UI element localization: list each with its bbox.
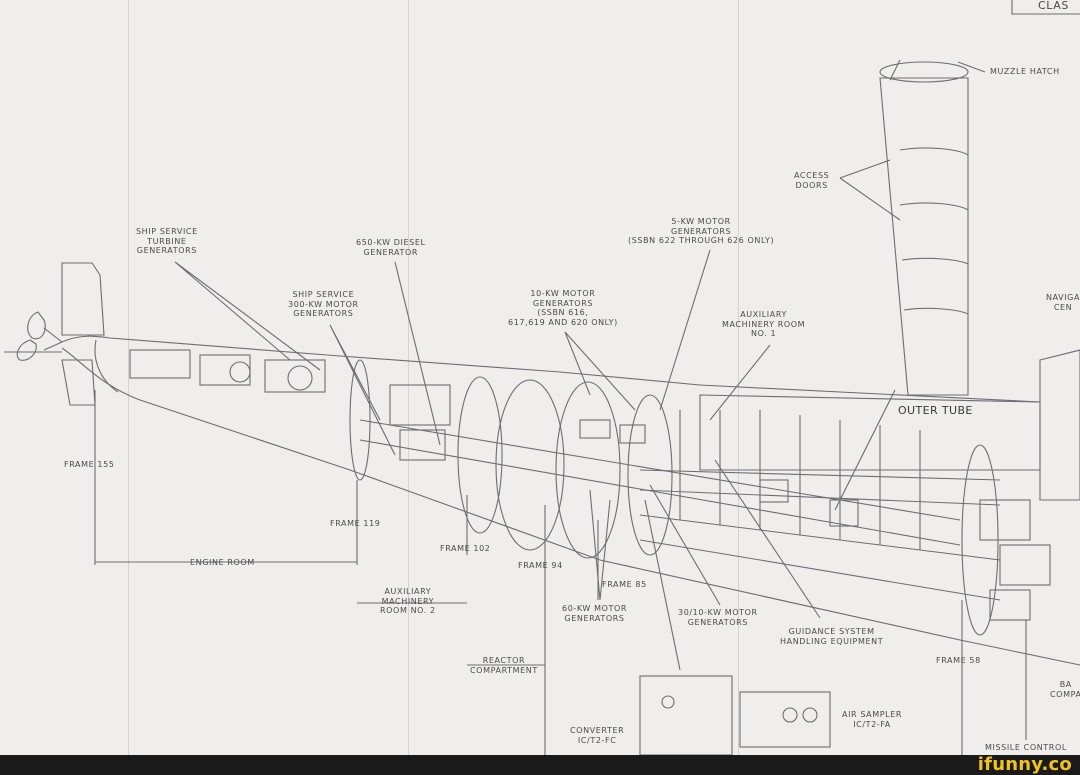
missile-tube-row [679,410,921,550]
title-block-border [1011,0,1080,15]
outer-tube [879,77,969,396]
deck-line [359,419,961,521]
access-doors-label: ACCESS DOORS [794,171,830,190]
bulkhead [555,381,621,559]
sixty-kw-motor-generators-label: 60-KW MOTOR GENERATORS [562,604,628,623]
compartment-fragment: BA COMPA [1050,680,1080,699]
frame-102-label: FRAME 102 [440,544,491,553]
aux-machinery-room-2-label: AUXILIARY MACHINERY ROOM NO. 2 [380,587,436,615]
bulkhead [627,394,673,556]
frame-155-label: FRAME 155 [64,460,115,469]
upper-rudder [61,262,105,336]
converter-label: CONVERTER IC/T2-FC [570,726,625,745]
paper-fold-line [128,0,129,755]
navigation-center-fragment: NAVIGA CEN [1046,293,1080,312]
title-fragment: CLAS [1038,0,1069,12]
converter-panel [639,675,733,755]
aux-machinery-room-1-label: AUXILIARY MACHINERY ROOM NO. 1 [722,310,806,338]
bulkhead [349,359,371,481]
bulkhead [457,376,503,534]
missile-control-label: MISSILE CONTROL [985,743,1067,752]
bulkhead [495,379,565,551]
outer-tube-label: OUTER TUBE [898,404,973,417]
propeller-blade [27,311,46,340]
engine-room-label: ENGINE ROOM [190,558,255,567]
sail [1039,349,1080,501]
air-sampler-label: AIR SAMPLER IC/T2-FA [842,710,903,729]
frame-85-label: FRAME 85 [602,580,647,589]
paper-fold-line [408,0,409,755]
watermark-logo: ifunny.co [977,754,1072,775]
muzzle-hatch-label: MUZZLE HATCH [990,67,1060,76]
frame-94-label: FRAME 94 [518,561,563,570]
thirty-ten-kw-motor-generators-label: 30/10-KW MOTOR GENERATORS [678,608,758,627]
watermark-bar: ifunny.co [0,754,1080,775]
reactor-compartment-label: REACTOR COMPARTMENT [470,656,538,675]
five-kw-motor-generators-label: 5-KW MOTOR GENERATORS (SSBN 622 THROUGH … [628,217,775,245]
guidance-system-label: GUIDANCE SYSTEM HANDLING EQUIPMENT [780,627,884,646]
ship-service-motor-generators-label: SHIP SERVICE 300-KW MOTOR GENERATORS [288,290,359,318]
submarine-cutaway-drawing [4,0,1080,755]
air-sampler-panel [739,691,831,748]
ten-kw-motor-generators-label: 10-KW MOTOR GENERATORS (SSBN 616, 617,61… [508,289,618,327]
ship-service-turbine-label: SHIP SERVICE TURBINE GENERATORS [136,227,198,255]
frame-58-label: FRAME 58 [936,656,981,665]
lower-rudder [61,359,96,406]
hull-top [61,335,1041,403]
paper-fold-line [738,0,739,755]
frame-119-label: FRAME 119 [330,519,381,528]
diesel-generator-label: 650-KW DIESEL GENERATOR [356,238,426,257]
